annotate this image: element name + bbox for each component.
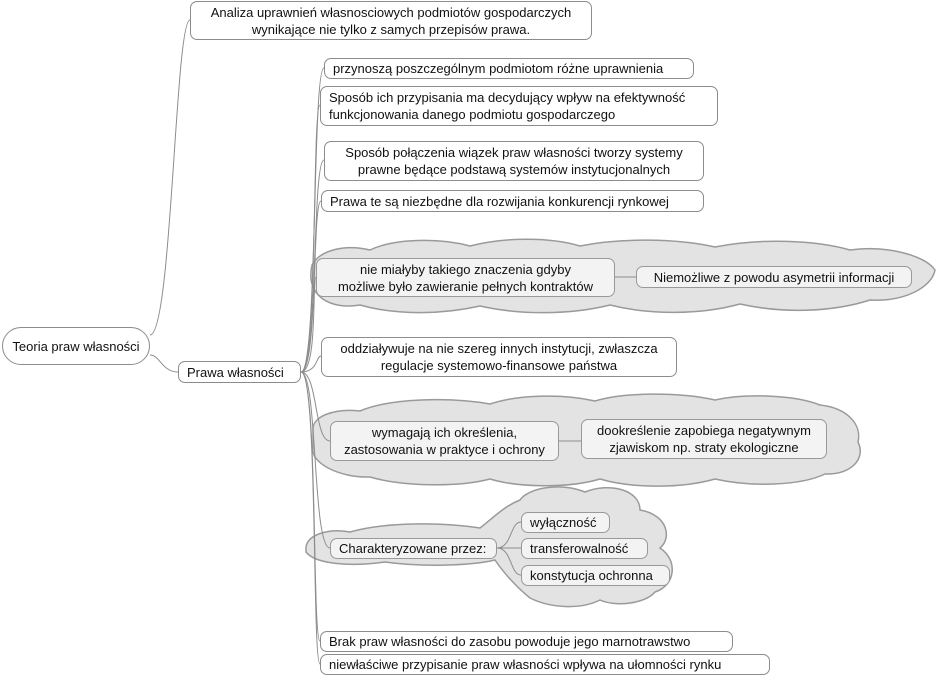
branch-market-label: niewłaściwe przypisanie praw własności w… xyxy=(329,657,722,672)
analysis-line-2: wynikające nie tylko z samych przepisów … xyxy=(251,21,531,37)
branch-rights-granted-label: przynoszą poszczególnym podmiotom różne … xyxy=(333,61,664,76)
branch-contracts-line-2: możliwe było zawieranie pełnych kontrakt… xyxy=(337,278,594,294)
branch-characterized-by[interactable]: Charakteryzowane przez: xyxy=(330,538,497,559)
root-label: Teoria praw własności xyxy=(12,338,140,354)
connector-b8-sub3 xyxy=(496,547,522,576)
branch-definition-line-2: zastosowania w praktyce i ochrony xyxy=(344,442,545,457)
branch-ecological-line-1: dookreślenie zapobiega negatywnym xyxy=(597,423,811,438)
connector-hub-b6 xyxy=(300,355,322,373)
feature-protection-label: konstytucja ochronna xyxy=(530,568,653,583)
branch-bundles-line-2: prawne będące podstawą systemów instytuc… xyxy=(357,162,671,177)
feature-exclusivity[interactable]: wyłączność xyxy=(521,512,610,533)
connector-b8-sub1 xyxy=(496,521,522,549)
branch-competition[interactable]: Prawa te są niezbędne dla rozwijania kon… xyxy=(321,190,704,212)
branch-assignment-line-1: Sposób ich przypisania ma decydujący wpł… xyxy=(329,90,686,105)
analysis-line-1: Analiza uprawnień własnosciowych podmiot… xyxy=(210,4,572,20)
branch-definition-protection[interactable]: wymagają ich określenia, zastosowania w … xyxy=(330,421,559,461)
branch-asymmetry-label: Niemożliwe z powodu asymetrii informacji xyxy=(653,269,895,285)
connector-root-analysis xyxy=(149,19,191,336)
branch-assignment-line-2: funkcjonowania danego podmiotu gospodarc… xyxy=(329,107,616,122)
branch-characterized-label: Charakteryzowane przez: xyxy=(339,541,487,556)
feature-protective-constitution[interactable]: konstytucja ochronna xyxy=(521,565,670,586)
connector-hub-b4 xyxy=(300,200,322,373)
branch-competition-label: Prawa te są niezbędne dla rozwijania kon… xyxy=(330,193,669,209)
root-topic[interactable]: Teoria praw własności xyxy=(2,327,150,365)
branch-resource-waste[interactable]: Brak praw własności do zasobu powoduje j… xyxy=(320,631,733,652)
feature-exclusivity-label: wyłączność xyxy=(530,515,597,530)
branch-institutions-line-2: regulacje systemowo-finansowe państwa xyxy=(380,358,618,373)
connector-hub-b5 xyxy=(300,276,317,373)
branch-ecological-line-2: zjawiskom np. straty ekologiczne xyxy=(609,440,799,455)
connector-hub-b7 xyxy=(300,371,331,442)
branch-definition-line-1: wymagają ich określenia, xyxy=(371,425,518,440)
branch-contracts-line-1: nie miałyby takiego znaczenia gdyby xyxy=(359,261,571,277)
branch-assignment-efficiency[interactable]: Sposób ich przypisania ma decydujący wpł… xyxy=(320,86,718,126)
analysis-node[interactable]: Analiza uprawnień własnosciowych podmiot… xyxy=(190,1,592,40)
branch-other-institutions[interactable]: oddziaływuje na nie szereg innych instyt… xyxy=(321,337,677,377)
feature-transferability[interactable]: transferowalność xyxy=(521,538,648,559)
branch-waste-label: Brak praw własności do zasobu powoduje j… xyxy=(329,634,691,649)
hub-label: Prawa własności xyxy=(187,364,284,380)
branch-bundles-systems[interactable]: Sposób połączenia wiązek praw własności … xyxy=(324,141,704,181)
connector-hub-b8 xyxy=(300,371,331,549)
connector-hub-b2 xyxy=(300,104,321,373)
hub-node[interactable]: Prawa własności xyxy=(178,361,301,383)
connector-root-hub xyxy=(149,354,179,373)
branch-institutions-line-1: oddziaływuje na nie szereg innych instyt… xyxy=(340,341,658,356)
branch-bundles-line-1: Sposób połączenia wiązek praw własności … xyxy=(345,145,683,160)
branch-market-failures[interactable]: niewłaściwe przypisanie praw własności w… xyxy=(320,654,770,675)
branch-rights-granted[interactable]: przynoszą poszczególnym podmiotom różne … xyxy=(324,58,694,79)
branch-full-contracts[interactable]: nie miałyby takiego znaczenia gdyby możl… xyxy=(316,258,615,297)
branch-ecological-losses[interactable]: dookreślenie zapobiega negatywnym zjawis… xyxy=(581,419,827,459)
branch-information-asymmetry[interactable]: Niemożliwe z powodu asymetrii informacji xyxy=(636,266,912,288)
connector-hub-b10 xyxy=(300,371,321,665)
feature-transferability-label: transferowalność xyxy=(530,541,629,556)
